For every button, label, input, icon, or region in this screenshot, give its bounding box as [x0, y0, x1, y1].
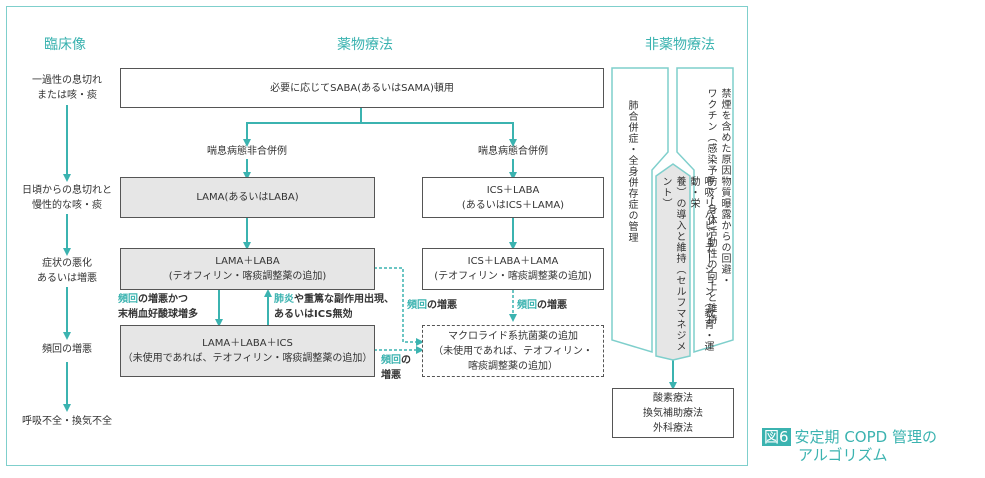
note-frequent-mid: 頻回の増悪	[407, 300, 457, 311]
note-frequent-right: 頻回の増悪	[517, 300, 567, 311]
nondrug-smoking-text: 禁煙を含めた原因物質曝露からの回避・ワクチン（感染予防）・身体活動性の向上と維持	[705, 88, 730, 325]
nondrug-col1-shape	[611, 67, 669, 354]
figure-number-badge: 図6	[762, 428, 791, 446]
ics-laba-box: ICS＋LABA (あるいはICS＋LAMA)	[422, 177, 604, 218]
lama-box: LAMA(あるいはLABA)	[120, 177, 375, 218]
saba-box: 必要に応じてSABA(あるいはSAMA)頓用	[120, 68, 604, 108]
header-clinical: 臨床像	[44, 37, 86, 53]
branch-label-non-asthma: 喘息病態非合併例	[207, 146, 287, 157]
header-nondrug: 非薬物療法	[645, 37, 715, 53]
clinical-stage-5: 呼吸不全・換気不全	[22, 416, 112, 427]
ics-laba-lama-box: ICS＋LABA＋LAMA (テオフィリン・喀痰調整薬の追加)	[422, 248, 604, 290]
note-frequent-eosinophilia: 頻回の増悪かつ 末梢血好酸球増多	[118, 294, 198, 320]
clinical-stage-3: 症状の悪化 あるいは増悪	[37, 258, 97, 284]
nondrug-comorbidity-text: 肺合併症・全身併存症の管理	[626, 100, 637, 243]
branch-right-line	[361, 122, 517, 147]
branch-left-line	[243, 122, 361, 147]
macrolide-box: マクロライド系抗菌薬の追加 （未使用であれば、テオフィリン・ 喀痰調整薬の追加）	[422, 325, 604, 377]
nondrug-col2-shape	[655, 163, 691, 361]
diagram-frame	[6, 6, 748, 466]
oxygen-therapy-box: 酸素療法 換気補助療法 外科療法	[612, 388, 734, 438]
lama-laba-box: LAMA＋LABA (テオフィリン・喀痰調整薬の追加)	[120, 248, 375, 290]
clinical-stage-1: 一過性の息切れ または咳・痰	[32, 75, 102, 101]
branch-label-asthma: 喘息病態合併例	[478, 146, 548, 157]
nondrug-rehab-text: 呼吸リハビリテーション（教育・運動・栄養）の導入と維持（セルフマネジメント）	[660, 176, 713, 352]
note-pneumonia: 肺炎や重篤な副作用出現、 あるいはICS無効	[274, 294, 394, 320]
dotted-mid-line	[374, 267, 424, 346]
header-drug: 薬物療法	[337, 37, 393, 53]
clinical-stage-4: 頻回の増悪	[42, 344, 92, 355]
nondrug-col3-shape	[676, 67, 734, 354]
clinical-stage-2: 日頃からの息切れと 慢性的な咳・痰	[22, 185, 112, 211]
note-frequent-bottom: 頻回の 増悪	[381, 355, 411, 381]
lama-laba-ics-box: LAMA＋LABA＋ICS （未使用であれば、テオフィリン・喀痰調整薬の追加）	[120, 325, 375, 377]
